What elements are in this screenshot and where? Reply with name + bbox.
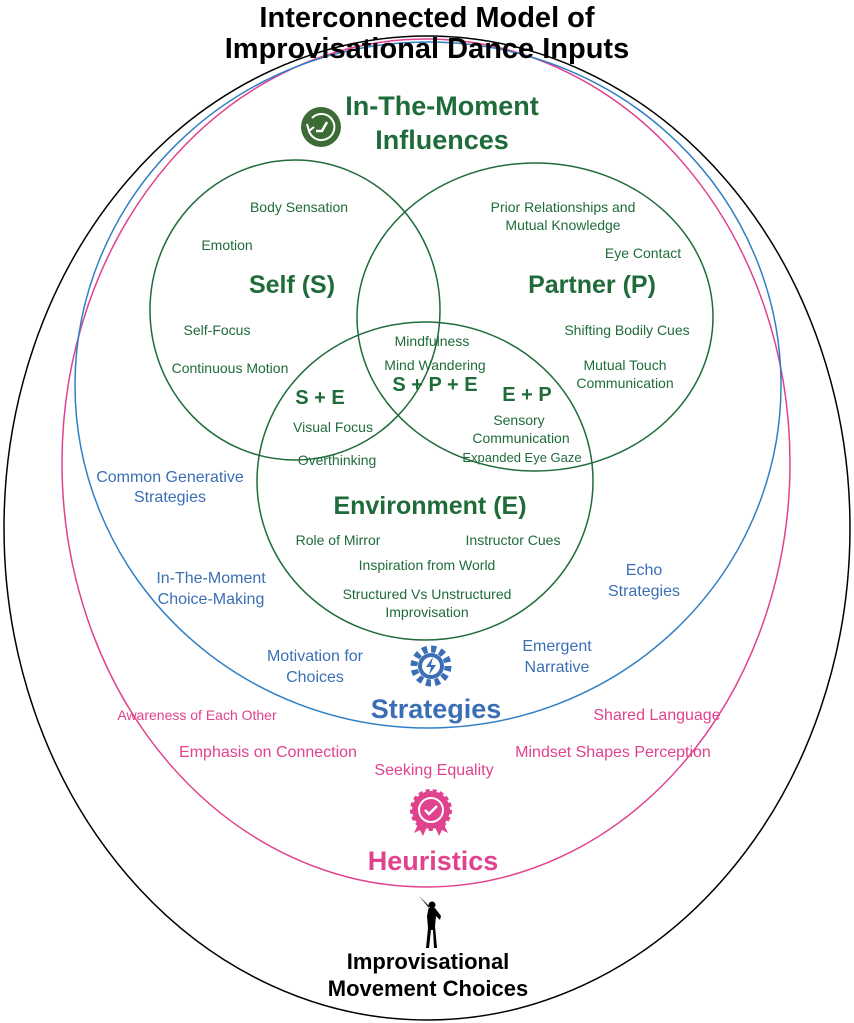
all-label: S + P + E: [392, 374, 477, 396]
heuristic-item: Emphasis on Connection: [179, 744, 357, 761]
partner-label: Partner (P): [528, 271, 656, 299]
strategy-item: Narrative: [525, 659, 590, 676]
outcome-title-line2: Movement Choices: [328, 976, 529, 1001]
self-label: Self (S): [249, 271, 335, 299]
environment-item: Role of Mirror: [296, 532, 381, 548]
environment-item: Improvisation: [385, 604, 468, 620]
strategy-item: Emergent: [522, 638, 592, 655]
influences-title-line2: Influences: [375, 125, 509, 155]
partner-item: Mutual Touch: [583, 357, 666, 373]
all-item: Mind Wandering: [384, 357, 485, 373]
heuristics-ring: [61, 38, 791, 888]
diagram-title-line2: Improvisational Dance Inputs: [225, 33, 629, 65]
strategy-item: Strategies: [608, 583, 680, 600]
strategy-item: Choices: [286, 669, 344, 686]
env-partner-item: Sensory: [493, 412, 544, 428]
self-item: Emotion: [201, 237, 252, 253]
gear-lightning-icon: [410, 645, 452, 687]
dancer-icon: [419, 896, 441, 948]
env-partner-label: E + P: [502, 384, 551, 406]
strategy-item: Common Generative: [96, 469, 244, 486]
self-item: Body Sensation: [250, 199, 348, 215]
partner-circle: [356, 162, 714, 472]
award-badge-icon: [410, 789, 452, 836]
outcome-ring: [3, 35, 851, 1021]
strategies-ring: [74, 41, 782, 729]
strategies-title: Strategies: [371, 694, 502, 724]
self-item: Self-Focus: [184, 322, 251, 338]
self-env-item: Visual Focus: [293, 419, 373, 435]
heuristic-item: Shared Language: [593, 707, 720, 724]
heuristic-item: Mindset Shapes Perception: [515, 744, 711, 761]
partner-item: Shifting Bodily Cues: [564, 322, 689, 338]
self-item: Continuous Motion: [172, 360, 289, 376]
environment-label: Environment (E): [333, 492, 526, 520]
self-env-label: S + E: [295, 387, 344, 409]
influences-title-line1: In-The-Moment: [345, 91, 538, 121]
strategy-item: In-The-Moment: [156, 570, 266, 587]
heuristics-title: Heuristics: [368, 846, 499, 876]
strategy-item: Strategies: [134, 489, 206, 506]
partner-item: Mutual Knowledge: [505, 217, 620, 233]
strategy-item: Motivation for: [267, 648, 364, 665]
strategy-item: Echo: [626, 562, 663, 579]
env-partner-item: Expanded Eye Gaze: [462, 450, 581, 465]
environment-circle: [256, 321, 594, 641]
env-partner-item: Communication: [472, 430, 569, 446]
outcome-title-line1: Improvisational: [347, 949, 510, 974]
environment-item: Inspiration from World: [359, 557, 496, 573]
clock-icon: [301, 107, 341, 147]
partner-item: Eye Contact: [605, 245, 681, 261]
heuristic-item: Seeking Equality: [374, 762, 493, 779]
self-circle: [149, 159, 441, 461]
environment-item: Structured Vs Unstructured: [343, 586, 512, 602]
diagram-title-line1: Interconnected Model of: [259, 2, 594, 34]
partner-item: Communication: [576, 375, 673, 391]
all-item: Mindfulness: [395, 333, 470, 349]
partner-item: Prior Relationships and: [491, 199, 636, 215]
heuristic-item: Awareness of Each Other: [117, 707, 277, 723]
strategy-item: Choice-Making: [158, 591, 265, 608]
environment-item: Instructor Cues: [466, 532, 561, 548]
self-env-item: Overthinking: [298, 452, 377, 468]
